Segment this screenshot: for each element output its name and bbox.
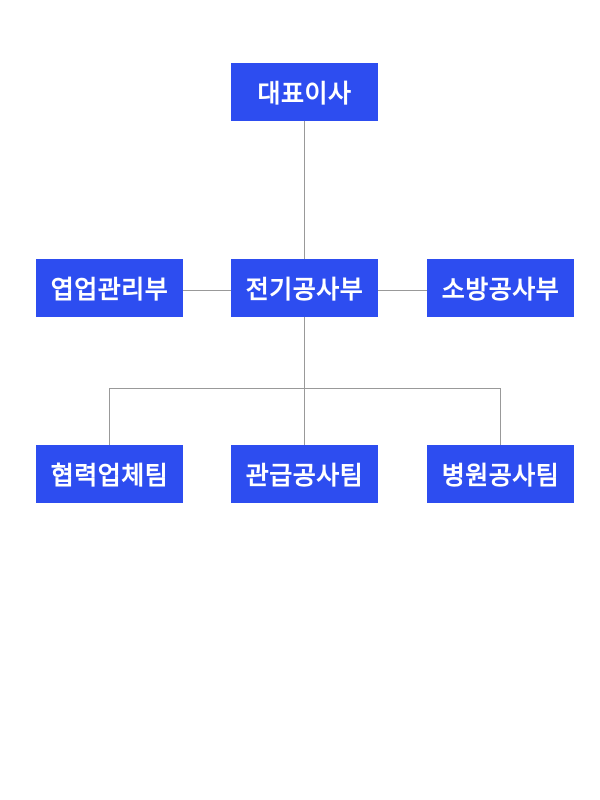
connector-electrical-to-fire	[378, 290, 427, 291]
connector-drop-hospital	[500, 388, 501, 445]
connector-drop-public	[304, 388, 305, 445]
org-node-electrical-construction-dept-label: 전기공사부	[245, 276, 364, 304]
org-node-electrical-construction-dept: 전기공사부	[231, 259, 378, 317]
org-node-partner-companies-team-label: 협력업체팀	[50, 462, 169, 490]
org-node-public-works-team-label: 관급공사팀	[245, 462, 364, 490]
connector-ceo-to-electrical	[304, 121, 305, 259]
connector-electrical-down	[304, 317, 305, 388]
org-node-sales-management-dept: 엽업관리부	[36, 259, 183, 317]
org-node-ceo-label: 대표이사	[257, 80, 352, 108]
org-node-ceo: 대표이사	[231, 63, 378, 121]
org-node-fire-construction-dept: 소방공사부	[427, 259, 574, 317]
connector-level3-bus	[109, 388, 501, 389]
org-node-sales-management-dept-label: 엽업관리부	[50, 276, 169, 304]
org-node-hospital-works-team-label: 병원공사팀	[441, 462, 560, 490]
org-node-partner-companies-team: 협력업체팀	[36, 445, 183, 503]
org-node-fire-construction-dept-label: 소방공사부	[441, 276, 560, 304]
connector-electrical-to-sales	[183, 290, 231, 291]
org-node-public-works-team: 관급공사팀	[231, 445, 378, 503]
connector-drop-partners	[109, 388, 110, 445]
org-node-hospital-works-team: 병원공사팀	[427, 445, 574, 503]
